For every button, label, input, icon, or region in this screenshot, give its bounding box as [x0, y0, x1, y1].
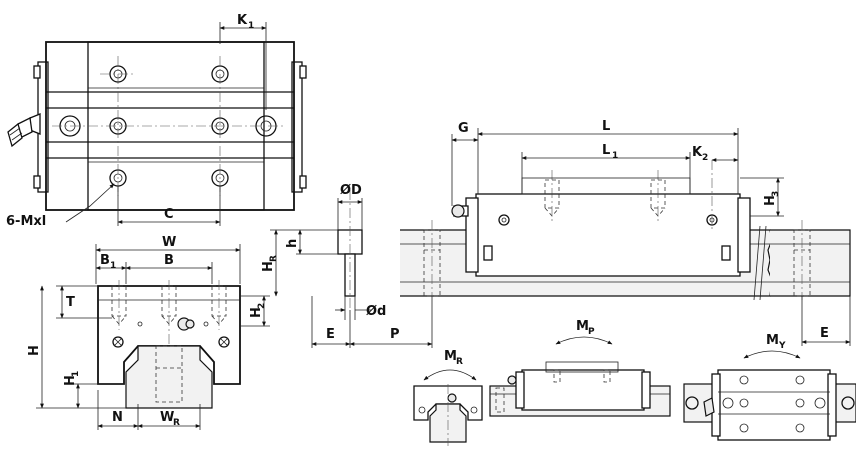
label-wr: W: [160, 410, 174, 425]
my-hole-icons: [722, 375, 826, 433]
moment-mp-view: M P: [489, 319, 671, 417]
label-l1: L: [602, 143, 610, 158]
label-hr-sub: R: [269, 255, 279, 262]
front-view: W B 1 B: [27, 235, 270, 430]
label-h1-sub: 1: [71, 371, 81, 377]
label-b: B: [164, 253, 174, 268]
label-e-left: E: [326, 327, 335, 342]
label-k2: K: [692, 145, 703, 160]
label-h: H: [27, 345, 42, 356]
label-h2: H: [249, 307, 264, 318]
label-w: W: [162, 235, 176, 250]
label-od: ØD: [340, 183, 362, 198]
label-mr-sub: R: [456, 357, 463, 367]
label-n: N: [112, 410, 123, 425]
label-e-right: E: [820, 326, 829, 341]
moment-mr-view: M R: [413, 349, 483, 446]
grease-nipple-icon: [7, 113, 41, 148]
label-mp: M: [576, 319, 589, 334]
label-my-sub: Y: [778, 341, 786, 351]
label-h3: H: [763, 195, 778, 206]
label-h3-sub: 3: [771, 191, 781, 197]
label-hr: H: [261, 261, 276, 272]
side-view: L L 1 K 2 G H 3 E: [400, 119, 851, 346]
label-l1-sub: 1: [612, 151, 618, 161]
label-l: L: [602, 119, 610, 134]
label-t: T: [66, 295, 75, 310]
label-mr: M: [444, 349, 457, 364]
label-my: M: [766, 333, 779, 348]
label-k2-sub: 2: [702, 153, 708, 163]
label-b1-sub: 1: [110, 261, 116, 271]
label-6-mxl: 6-Mxl: [6, 214, 46, 229]
label-k1-sub: 1: [248, 21, 254, 31]
label-p: P: [390, 327, 400, 342]
label-h2-sub: 2: [257, 303, 267, 309]
moment-my-view: M Y: [683, 333, 856, 441]
label-g: G: [458, 121, 469, 136]
label-k1: K: [237, 13, 248, 28]
label-od-small: Ød: [366, 304, 386, 319]
label-h-small: h: [285, 239, 300, 248]
label-wr-sub: R: [173, 418, 180, 428]
grease-nipple-side-icon: [451, 204, 469, 218]
label-c: C: [164, 207, 174, 222]
top-view: K 1 C 6-Mxl: [6, 13, 307, 229]
bolt-detail: ØD H R h Ød E P: [261, 183, 433, 348]
label-h1: H: [63, 375, 78, 386]
label-mp-sub: P: [588, 327, 595, 337]
label-b1: B: [100, 253, 110, 268]
